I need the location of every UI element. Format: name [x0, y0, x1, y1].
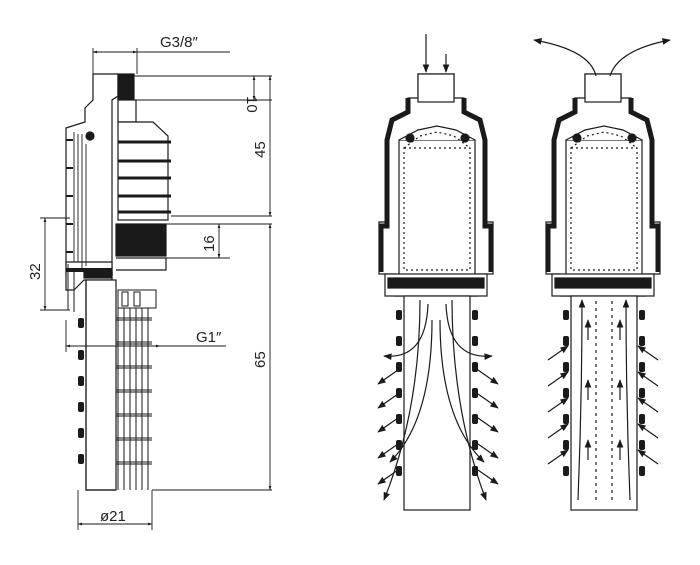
- dim-45: 45: [252, 141, 269, 158]
- inflow-arrows: [547, 319, 659, 465]
- dim-16: 16: [201, 235, 218, 252]
- top-thread: [117, 73, 135, 101]
- lower-tube: [85, 279, 117, 491]
- dim-g38: G3/8″: [160, 34, 199, 51]
- flow-out-view: [533, 38, 671, 511]
- flow-in-view: [378, 34, 494, 511]
- sectional-view: [65, 73, 171, 491]
- dim-65: 65: [252, 351, 269, 368]
- dim-10: 10: [243, 96, 260, 113]
- dimension-lines: [40, 48, 272, 530]
- dim-32: 32: [27, 263, 44, 280]
- mid-thread: [115, 223, 167, 257]
- dim-diameter: ø21: [100, 508, 126, 525]
- side-slots: [78, 318, 84, 464]
- inner-cone: [117, 121, 169, 221]
- filter-cage: [116, 289, 157, 490]
- cap-ribs: [66, 139, 73, 253]
- outflow-arrows: [377, 369, 499, 485]
- dim-g1: G1″: [196, 329, 222, 346]
